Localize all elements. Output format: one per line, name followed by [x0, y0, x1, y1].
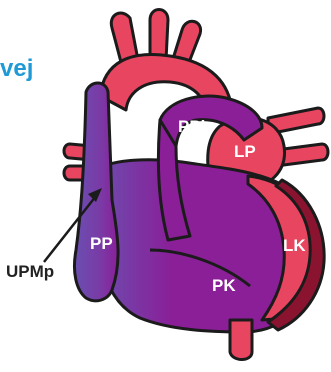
label-lk: LK [283, 236, 306, 256]
label-lp: LP [234, 142, 256, 162]
label-pk: PK [212, 276, 236, 296]
label-ao: Ao [140, 91, 163, 111]
descending-aorta [230, 320, 252, 360]
aortic-branch-middle [150, 10, 168, 61]
label-pp: PP [90, 234, 113, 254]
label-upmp: UPMp [6, 262, 54, 282]
label-ppl: PPł [178, 117, 205, 137]
title-fragment: vej [0, 55, 33, 83]
